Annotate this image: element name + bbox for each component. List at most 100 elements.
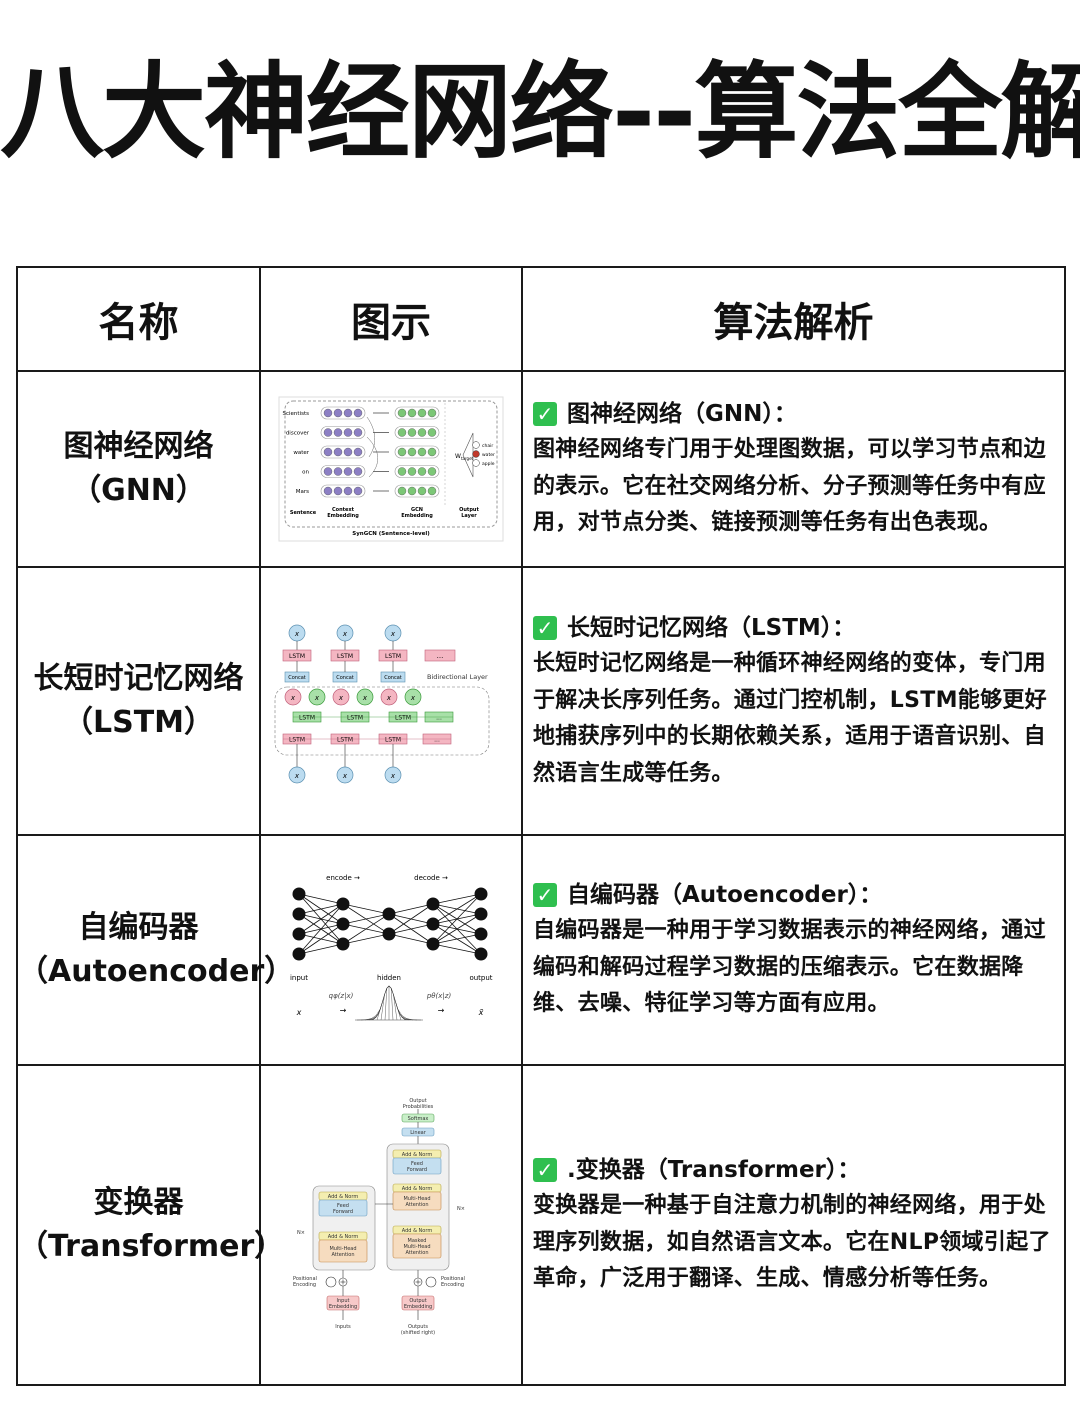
ae-connection [432, 933, 482, 945]
ae-connection [298, 943, 344, 955]
pos-enc-label: Encoding [293, 1282, 316, 1288]
gcn-box [394, 406, 440, 420]
gcn-node [417, 467, 427, 476]
node-symbol: x [338, 694, 344, 702]
gnn-bottom-label: Context [332, 507, 355, 513]
ae-node [382, 927, 396, 941]
input-node [288, 766, 306, 784]
gaussian-curve [371, 985, 407, 1020]
desc-title: 自编码器（Autoencoder）： [567, 882, 883, 909]
output-label: chair [482, 443, 493, 449]
attention-box [392, 1191, 442, 1211]
desc-cell-autoencoder: ✓自编码器（Autoencoder）： 自编码器是一种用于学习数据表示的神经网络… [521, 834, 1066, 1066]
concat-label: Concat [288, 675, 306, 681]
hidden-node [404, 688, 422, 706]
encode-label: encode → [326, 874, 360, 882]
lstm-label: LSTM [289, 737, 305, 744]
gcn-node [407, 408, 417, 418]
add-norm-box-label: Add & Norm [402, 1186, 433, 1192]
ae-node [292, 907, 306, 921]
name-cell-lstm: 长短时记忆网络 （LSTM） [16, 566, 261, 836]
gnn-bottom-label: Embedding [327, 513, 359, 519]
context-node [323, 428, 333, 437]
hidden-node [356, 688, 374, 706]
context-node [333, 486, 343, 496]
ae-connection [388, 933, 434, 945]
ae-node [336, 937, 350, 951]
masked-attention-box-label: Attention [405, 1250, 428, 1256]
ae-node [382, 907, 396, 921]
desc-title: 长短时记忆网络（LSTM）： [567, 615, 856, 641]
node-symbol: x [290, 694, 296, 702]
lstm-label: LSTM [347, 715, 363, 722]
outputs-label: Outputs [408, 1324, 428, 1330]
figure-autoencoder: encode → decode → input hidden output qφ… [259, 834, 523, 1066]
desc-body: 自编码器是一种用于学习数据表示的神经网络，通过编码和解码过程学习数据的压缩表示。… [533, 918, 1046, 1017]
desc-title: 图神经网络（GNN）： [567, 401, 797, 428]
gnn-bottom-label: Sentence [290, 510, 317, 516]
ae-connection [342, 903, 390, 915]
add-norm-box-label: Add & Norm [328, 1234, 359, 1240]
masked-attention-box-label: Multi-Head [403, 1244, 430, 1250]
gnn-word: Scientists [283, 411, 310, 417]
desc-cell-gnn: ✓图神经网络（GNN）： 图神经网络专门用于处理图数据，可以学习节点和边的表示。… [521, 370, 1066, 568]
lstm-label: LSTM [385, 737, 401, 744]
context-node [333, 408, 343, 418]
context-box [320, 406, 366, 420]
context-box [320, 445, 366, 459]
concat-label: Concat [384, 675, 402, 681]
name-line: 图神经网络 [63, 429, 214, 464]
desc-body: 变换器是一种基于自注意力机制的神经网络，用于处理序列数据，如自然语言文本。它在N… [533, 1193, 1051, 1292]
ae-node [426, 897, 440, 911]
output-embedding-box-label: Output [409, 1298, 426, 1304]
ae-connection [388, 903, 434, 915]
name-cell-gnn: 图神经网络 （GNN） [16, 370, 261, 568]
pos-enc-label: Positional [293, 1276, 317, 1282]
check-icon: ✓ [533, 1158, 557, 1183]
name-line: 自编码器 [78, 910, 199, 945]
hidden-node [380, 688, 398, 706]
ae-connection [298, 923, 344, 955]
gcn-node [407, 486, 417, 496]
lstm-label: LSTM [289, 653, 305, 660]
lstm-label: ... [436, 715, 442, 722]
mesh-line [393, 994, 398, 1021]
ae-node [336, 917, 350, 931]
ae-node [474, 907, 488, 921]
check-icon: ✓ [533, 402, 557, 427]
gcn-node [407, 447, 417, 457]
output-probs-label: Output [409, 1098, 426, 1104]
context-node [333, 467, 343, 476]
mesh-line [380, 994, 385, 1021]
lstm-label: LSTM [299, 715, 315, 722]
node-symbol: x [362, 694, 368, 702]
name-line: （GNN） [71, 473, 206, 508]
gnn-bottom-label: GCN [411, 507, 423, 513]
attention-box [318, 1239, 368, 1263]
input-node [384, 766, 402, 784]
ae-connection [432, 893, 482, 925]
autoencoder-diagram: encode → decode → input hidden output qφ… [290, 874, 493, 1021]
lstm-label: LSTM [395, 715, 411, 722]
mesh-line [368, 1014, 379, 1021]
input-embedding-box-label: Input [337, 1298, 350, 1304]
ae-node [336, 897, 350, 911]
gcn-node [427, 408, 437, 418]
output-embedding-box-label: Embedding [404, 1304, 432, 1310]
masked-attention-box [392, 1233, 442, 1259]
gcn-box [394, 445, 440, 459]
attention-box-label: Attention [405, 1202, 428, 1208]
context-node [323, 486, 333, 496]
node-symbol: x [342, 772, 348, 780]
add-norm-box-label: Add & Norm [328, 1194, 359, 1200]
ae-connection [298, 903, 344, 915]
ae-connection [432, 893, 482, 945]
gcn-node [427, 447, 437, 457]
x-symbol: x [296, 1008, 302, 1017]
hidden-node [284, 688, 302, 706]
gcn-box [394, 484, 440, 498]
context-node [353, 486, 363, 496]
